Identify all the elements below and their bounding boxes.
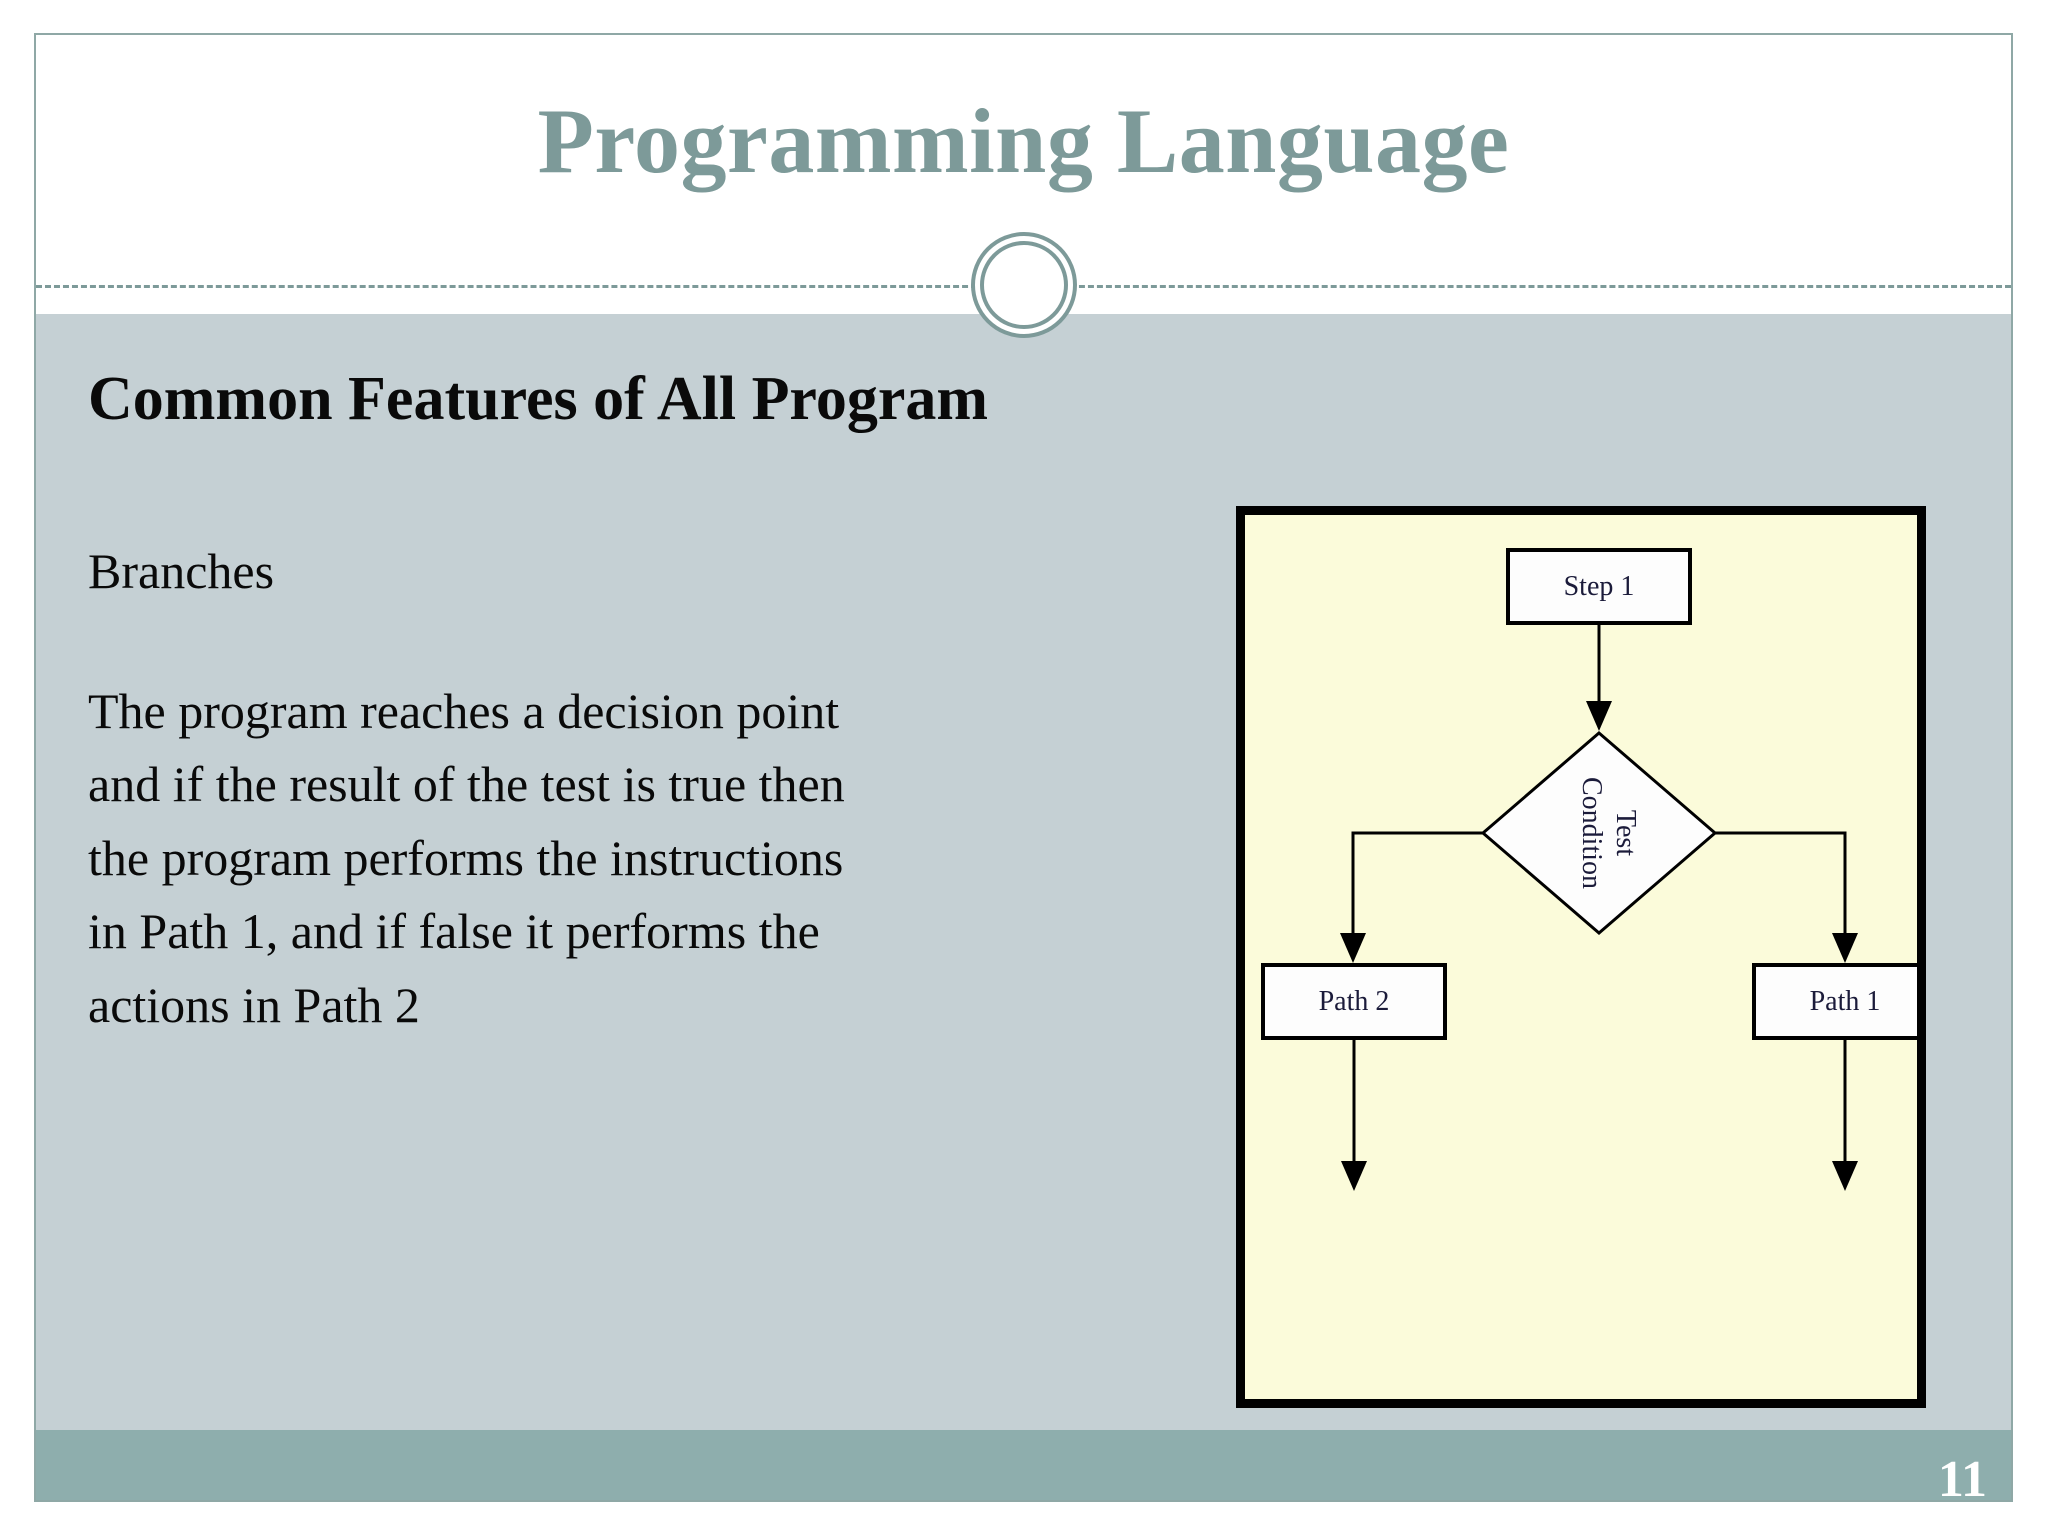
body-paragraph-branches: Branches: [88, 543, 275, 599]
flowchart-node-path-left-label: Path 2: [1319, 986, 1390, 1017]
body-paragraph-description: The program reaches a decision point and…: [88, 682, 845, 1033]
flowchart-arrowhead-decision-to-path-right: [1832, 933, 1858, 963]
flowchart-node-decision-diamond: [1480, 731, 1718, 935]
slide-footer-bar: 11: [36, 1430, 2011, 1506]
flowchart-image: Step 1 Test Condition Path 2 Path 1: [1236, 506, 1926, 1408]
flowchart-node-path-right-label: Path 1: [1810, 986, 1881, 1017]
flowchart-arrowhead-decision-to-path-left: [1340, 933, 1366, 963]
flowchart-node-decision-label-test: Test: [1610, 810, 1641, 856]
flowchart-arrowhead-path-left-exit: [1341, 1161, 1367, 1191]
page-number: 11: [1937, 1451, 1987, 1508]
flowchart-node-step1-label: Step 1: [1564, 571, 1635, 602]
flowchart-node-decision-label-condition: Condition: [1576, 777, 1607, 889]
flowchart-connector-decision-to-path-left: [1351, 831, 1483, 947]
slide: Programming Language Common Features of …: [34, 33, 2013, 1506]
double-circle-ornament-icon: [970, 232, 1077, 338]
branch-flowchart-diagram: Step 1 Test Condition Path 2 Path 1: [1261, 548, 1917, 1191]
page-title: Programming Language: [537, 90, 1510, 192]
flowchart-arrowhead-path-right-exit: [1832, 1161, 1858, 1191]
flowchart-node-path-right-box: [1752, 963, 1917, 1040]
flowchart-arrowhead-step1-to-decision: [1586, 701, 1612, 731]
body-copy: Branches The program reaches a decision …: [88, 535, 888, 1042]
content-heading: Common Features of All Program: [88, 365, 988, 433]
flowchart-connector-decision-to-path-right: [1715, 831, 1847, 947]
